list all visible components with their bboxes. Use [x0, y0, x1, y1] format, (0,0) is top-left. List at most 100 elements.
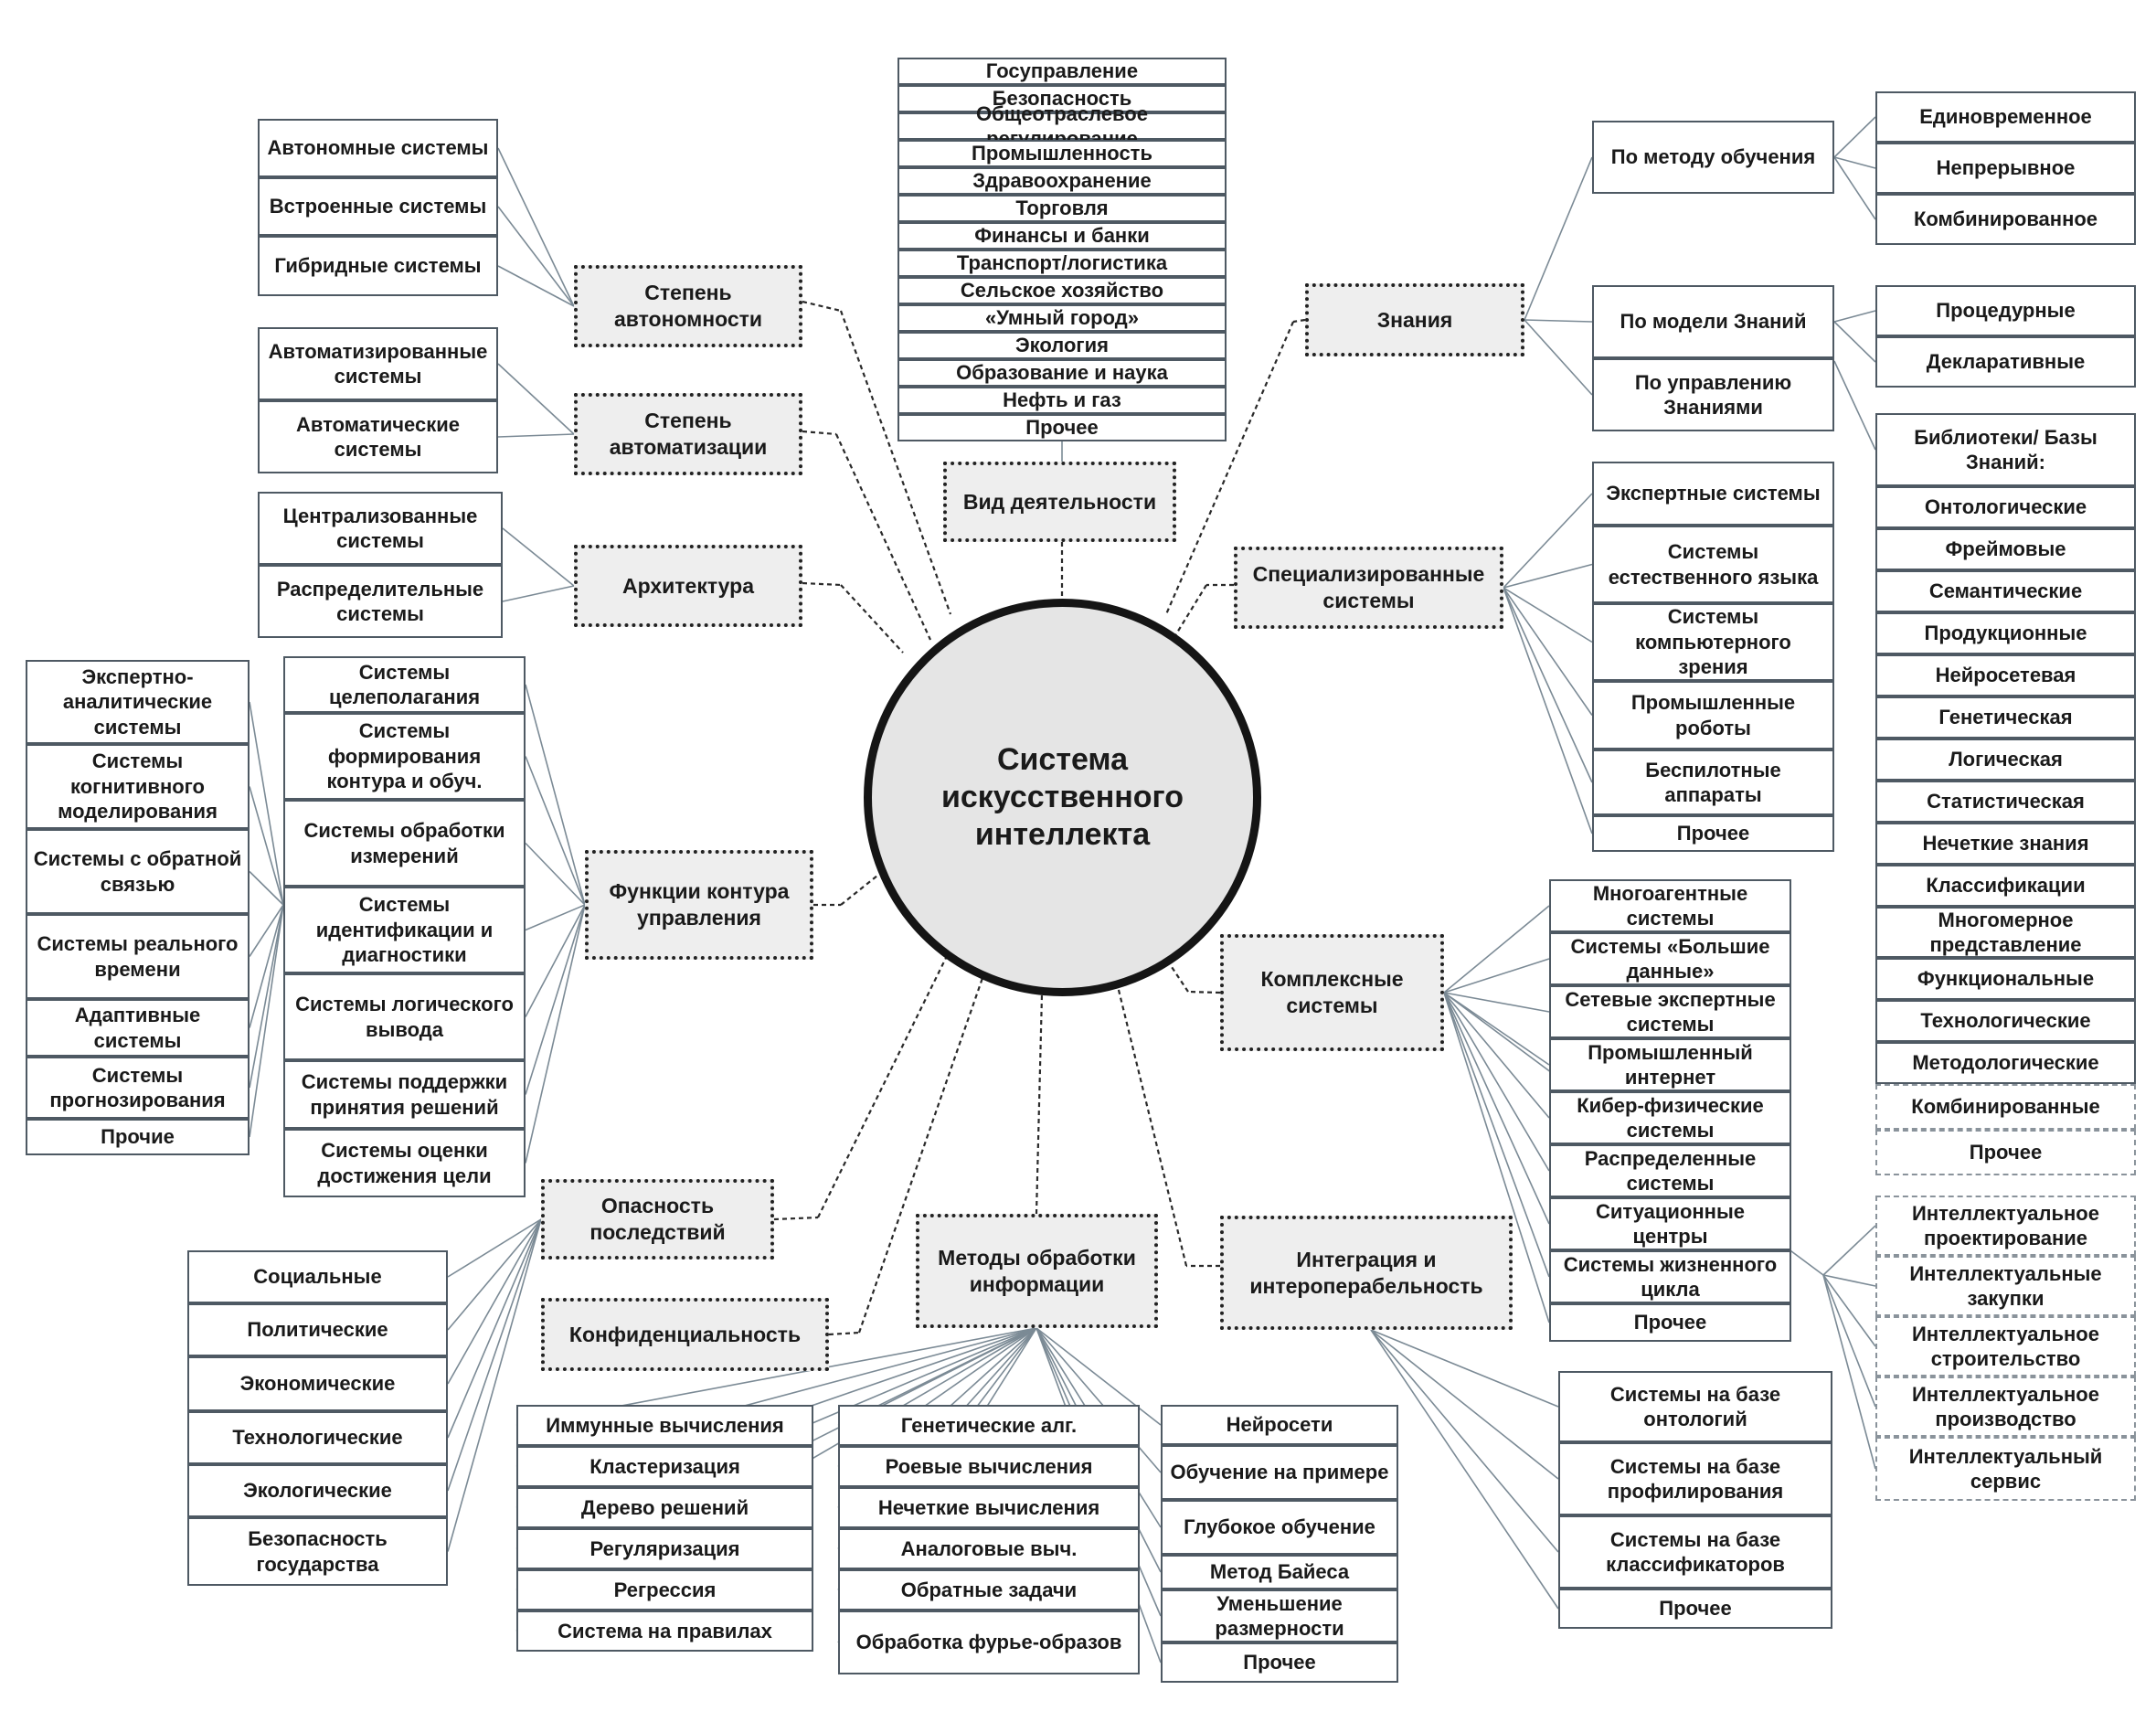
category-activity-label: Вид деятельности — [962, 489, 1157, 514]
complex-item-label: Прочее — [1633, 1311, 1707, 1334]
knowledge_bases-item-label: Логическая — [1949, 748, 2063, 771]
functions-item-label: Системы обработки измерений — [303, 819, 505, 867]
special-item: Экспертные системы — [1592, 462, 1834, 526]
automation-item: Автоматизированные системы — [258, 327, 498, 400]
knowledge_b-item: По управлению Знаниями — [1592, 358, 1834, 431]
complex-item: Распределенные системы — [1549, 1144, 1791, 1197]
functions-item-label: Системы идентификации и диагностики — [315, 893, 494, 967]
connector-line — [525, 842, 586, 906]
architecture-item: Централизованные системы — [258, 492, 503, 565]
complex_outer-item-label: Интеллектуальные закупки — [1909, 1261, 2102, 1311]
connector-line — [1822, 1225, 1876, 1276]
activity-item: Сельское хозяйство — [897, 277, 1227, 304]
learning_method-item-label: Комбинированное — [1913, 207, 2098, 231]
knowledge_model-item: Декларативные — [1875, 336, 2136, 388]
knowledge_model-item-label: Процедурные — [1936, 299, 2076, 323]
danger-item: Безопасность государства — [187, 1517, 448, 1586]
functions-item-label: Системы целеполагания — [328, 660, 481, 709]
connector-line — [447, 1218, 542, 1331]
complex_outer-item: Интеллектуальные закупки — [1875, 1256, 2136, 1316]
knowledge_bases-item: Продукционные — [1875, 612, 2136, 654]
connector-line — [1443, 992, 1550, 1323]
functions_outer-item-label: Прочие — [101, 1125, 175, 1149]
autonomy-item-label: Встроенные системы — [269, 195, 487, 218]
functions_outer-item: Системы прогнозирования — [26, 1057, 250, 1119]
methods_1-item-label: Система на правилах — [558, 1619, 772, 1642]
complex-item-label: Распределенные системы — [1584, 1146, 1757, 1196]
danger-item: Политические — [187, 1303, 448, 1356]
knowledge_bases-item: Функциональные — [1875, 958, 2136, 1000]
automation-item: Автоматические системы — [258, 400, 498, 473]
connector-line — [1524, 319, 1593, 396]
integration-item: Системы на базе онтологий — [1558, 1371, 1832, 1442]
activity-item-label: Безопасность — [992, 87, 1132, 111]
category-integration-label: Интеграция и интероперабельность — [1249, 1247, 1483, 1298]
category-functions-label: Функции контура управления — [609, 879, 790, 930]
connector-line — [525, 756, 586, 906]
functions_outer-item: Системы с обратной связью — [26, 829, 250, 914]
knowledge_bases-item: Методологические — [1875, 1042, 2136, 1084]
functions-item-label: Системы поддержки принятия решений — [301, 1070, 508, 1119]
connector-line — [1370, 1329, 1559, 1553]
connector-line — [497, 265, 575, 307]
connector-line — [1443, 992, 1550, 1119]
connector-line — [249, 786, 284, 906]
danger-item: Экономические — [187, 1356, 448, 1411]
methods_2-item: Нечеткие вычисления — [838, 1487, 1140, 1528]
functions-item-label: Системы формирования контура и обуч. — [326, 719, 483, 793]
methods_2-item: Генетические алг. — [838, 1405, 1140, 1446]
methods_3-item: Нейросети — [1161, 1405, 1398, 1445]
complex-item: Сетевые экспертные системы — [1549, 985, 1791, 1038]
complex_outer-item-label: Интеллектуальное производство — [1912, 1382, 2099, 1431]
category-complex-label: Комплексные системы — [1260, 967, 1404, 1017]
methods_2-item: Роевые вычисления — [838, 1446, 1140, 1487]
methods_2-item: Аналоговые выч. — [838, 1528, 1140, 1569]
connector-line — [1503, 563, 1593, 589]
functions_outer-item: Экспертно-аналитические системы — [26, 660, 250, 744]
connector-line — [1833, 156, 1876, 169]
methods_3-item-label: Прочее — [1243, 1651, 1316, 1674]
autonomy-item: Гибридные системы — [258, 236, 498, 296]
activity-item: Торговля — [897, 195, 1227, 222]
connector-line — [249, 701, 284, 906]
category-special-label: Специализированные системы — [1252, 562, 1485, 612]
connector-line — [1370, 1329, 1559, 1610]
integration-item: Системы на базе профилирования — [1558, 1442, 1832, 1515]
knowledge_bases-item-label: Технологические — [1920, 1009, 2091, 1033]
knowledge_bases-item-label: Генетическая — [1938, 706, 2073, 729]
knowledge_bases_dashed-item-label: Прочее — [1969, 1141, 2043, 1164]
category-danger: Опасность последствий — [541, 1179, 774, 1260]
connector-line — [1833, 360, 1876, 451]
knowledge_model-item-label: Декларативные — [1926, 350, 2086, 374]
methods_3-item: Обучение на примере — [1161, 1445, 1398, 1500]
learning_method-item: Единовременное — [1875, 91, 2136, 143]
complex-item: Кибер-физические системы — [1549, 1091, 1791, 1144]
methods_1-item-label: Иммунные вычисления — [546, 1413, 784, 1437]
connector-line — [1503, 493, 1593, 589]
category-danger-label: Опасность последствий — [589, 1194, 726, 1244]
activity-item: Финансы и банки — [897, 222, 1227, 250]
functions_outer-item: Системы когнитивного моделирования — [26, 744, 250, 829]
knowledge_bases-item-label: Классификации — [1926, 874, 2086, 898]
connector-line — [1503, 587, 1593, 716]
methods_2-item-label: Обратные задачи — [900, 1578, 1078, 1601]
connector-line — [525, 904, 586, 931]
activity-item-label: Экология — [1015, 334, 1109, 357]
learning_method-item-label: Непрерывное — [1936, 156, 2076, 180]
connector-line — [1035, 994, 1044, 1215]
methods_1-item: Система на правилах — [516, 1610, 813, 1652]
category-architecture-label: Архитектура — [621, 573, 755, 598]
danger-item-label: Экономические — [239, 1372, 396, 1396]
complex_outer-item: Интеллектуальное строительство — [1875, 1316, 2136, 1377]
connector-line — [1443, 992, 1550, 1278]
activity-item-label: Транспорт/логистика — [956, 251, 1168, 275]
knowledge_b-item: По модели Знаний — [1592, 285, 1834, 358]
connector-line — [502, 585, 575, 602]
complex-item-label: Сетевые экспертные системы — [1565, 987, 1776, 1036]
connector-line — [1370, 1329, 1559, 1480]
complex_outer-item: Интеллектуальное проектирование — [1875, 1196, 2136, 1256]
functions_outer-item: Адаптивные системы — [26, 999, 250, 1057]
functions-item: Системы целеполагания — [283, 656, 526, 713]
connector-line — [1115, 982, 1188, 1267]
knowledge_bases_dashed-item-label: Комбинированные — [1911, 1095, 2100, 1119]
